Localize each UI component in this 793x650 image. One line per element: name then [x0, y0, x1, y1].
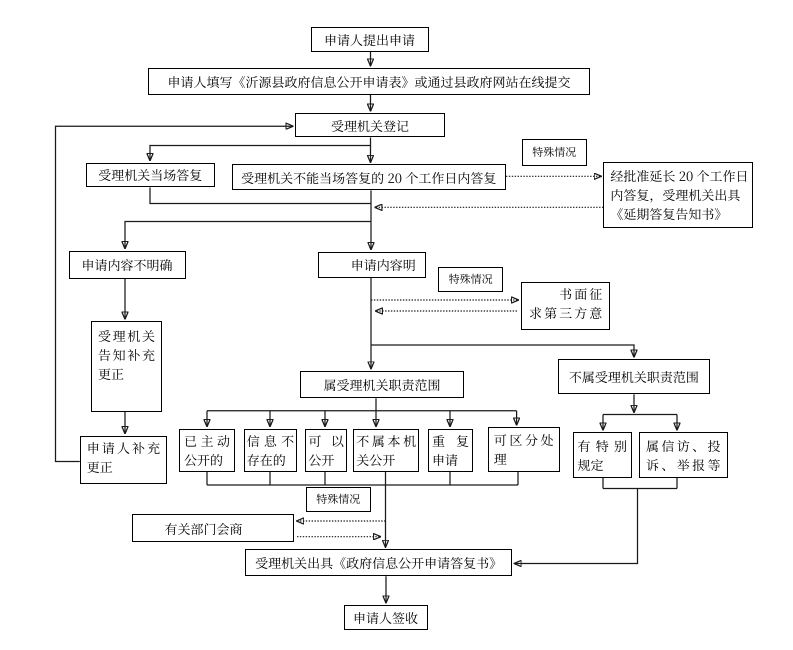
node-special-case-1: 特殊情况 — [522, 139, 587, 166]
node-already-public: 已主动公开的 — [179, 428, 235, 472]
node-petition-label: 属信访、投诉、举报等 — [646, 435, 721, 474]
node-fill-form: 申请人填写《沂源县政府信息公开申请表》或通过县政府网站在线提交 — [148, 67, 590, 95]
node-applicant-supplement-label: 申请人补充更正 — [86, 437, 161, 476]
node-special-case-2: 特殊情况 — [438, 267, 503, 293]
node-content-unclear: 申请内容不明确 — [68, 250, 186, 279]
node-can-public: 可以公开 — [305, 428, 347, 472]
node-special-rules: 有特别规定 — [572, 432, 632, 478]
node-out-of-scope: 不属受理机关职责范围 — [557, 359, 711, 395]
node-special-case-3-label: 特殊情况 — [316, 491, 361, 507]
node-not-exist: 信息不存在的 — [243, 428, 298, 472]
node-notify-supplement-label: 受理机关告知补充更正 — [98, 326, 155, 383]
node-applicant-supplement: 申请人补充更正 — [79, 435, 168, 484]
node-issue-reply: 受理机关出具《政府信息公开申请答复书》 — [245, 549, 512, 577]
node-consult-departments-label: 有关部门会商 — [138, 518, 243, 538]
node-not-exist-label: 信息不存在的 — [246, 431, 295, 469]
node-submit-label: 申请人提出申请 — [323, 29, 415, 49]
node-extension: 经批准延长 20 个工作日 内答复，受理机关出具 《延期答复告知书》 — [603, 161, 754, 228]
node-repeat-request-label: 重复申请 — [432, 431, 469, 469]
node-reply-20days: 受理机关不能当场答复的 20 个工作日内答复 — [231, 164, 506, 191]
node-reply-onspot: 受理机关当场答复 — [85, 162, 215, 187]
node-register: 受理机关登记 — [295, 113, 445, 137]
node-separable: 可区分处理 — [487, 427, 560, 472]
node-can-public-label: 可以公开 — [308, 431, 344, 469]
node-already-public-label: 已主动公开的 — [184, 431, 230, 469]
node-content-unclear-label: 申请内容不明确 — [81, 255, 173, 274]
node-special-rules-label: 有特别规定 — [577, 435, 628, 474]
edge-clear-to-outscope — [371, 344, 634, 357]
node-third-party: 书面征求第三方意 — [521, 282, 611, 331]
edge-split-to-unclear — [125, 220, 371, 249]
node-reply-onspot-label: 受理机关当场答复 — [98, 165, 203, 185]
node-content-clear: 申请内容明 — [317, 251, 426, 278]
edge-supplement-feedback — [54, 126, 294, 463]
node-not-this-org-label: 不属本机关公开 — [356, 431, 417, 469]
node-out-of-scope-label: 不属受理机关职责范围 — [568, 367, 699, 387]
node-special-case-2-label: 特殊情况 — [448, 271, 493, 288]
node-register-label: 受理机关登记 — [330, 115, 409, 135]
node-in-scope-label: 属受理机关职责范围 — [323, 374, 441, 394]
node-submit: 申请人提出申请 — [310, 26, 429, 52]
node-special-case-3: 特殊情况 — [305, 487, 371, 512]
node-petition: 属信访、投诉、举报等 — [639, 432, 728, 478]
node-extension-label: 经批准延长 20 个工作日 内答复，受理机关出具 《延期答复告知书》 — [610, 166, 749, 224]
edge-register-split — [150, 137, 372, 161]
node-fill-form-label: 申请人填写《沂源县政府信息公开申请表》或通过县政府网站在线提交 — [167, 71, 571, 91]
node-repeat-request: 重复申请 — [428, 428, 473, 472]
node-third-party-label: 书面征求第三方意 — [529, 283, 603, 322]
node-in-scope: 属受理机关职责范围 — [300, 370, 464, 399]
node-reply-20days-label: 受理机关不能当场答复的 20 个工作日内答复 — [241, 167, 497, 187]
node-content-clear-label: 申请内容明 — [324, 255, 416, 275]
edge-right-feedback — [514, 488, 639, 564]
node-sign-receipt: 申请人签收 — [343, 604, 428, 630]
edge-onspot-merge — [149, 187, 371, 205]
node-issue-reply-label: 受理机关出具《政府信息公开申请答复书》 — [255, 553, 503, 573]
node-not-this-org: 不属本机关公开 — [353, 428, 420, 472]
node-special-case-1-label: 特殊情况 — [532, 143, 577, 160]
node-notify-supplement: 受理机关告知补充更正 — [91, 321, 162, 412]
node-consult-departments: 有关部门会商 — [131, 514, 294, 543]
node-sign-receipt-label: 申请人签收 — [352, 607, 418, 627]
node-separable-label: 可区分处理 — [493, 430, 554, 469]
